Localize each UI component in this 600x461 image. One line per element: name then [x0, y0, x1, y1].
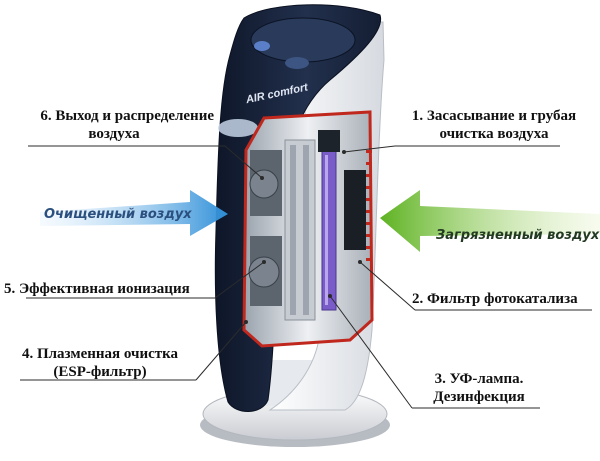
indicator-window	[218, 119, 258, 137]
control-pad	[250, 17, 356, 63]
label-5-ionization: 5. Эффективная ионизация	[4, 281, 190, 297]
label-2-photocatalytic-filter: 2. Фильтр фотокатализа	[412, 291, 578, 307]
leader-lines	[20, 145, 592, 409]
clean-air-arrow	[40, 190, 228, 236]
label-3-uv-lamp: 3. УФ-лампа. Дезинфекция	[433, 371, 525, 405]
dirty-air-label: Загрязненный воздух	[436, 228, 600, 243]
clean-air-label: Очищенный воздух	[44, 207, 192, 222]
label-4-plasma-esp: 4. Плазменная очистка (ESP-фильтр)	[21, 346, 179, 380]
power-button	[254, 41, 270, 51]
dirty-air-arrow	[380, 190, 600, 252]
mode-button	[285, 57, 309, 69]
label-1-intake: 1. Засасывание и грубая очистка воздуха	[411, 108, 577, 142]
cutaway-interior	[242, 110, 374, 348]
label-6-air-output: 6. Выход и распределение воздуха	[40, 108, 214, 142]
